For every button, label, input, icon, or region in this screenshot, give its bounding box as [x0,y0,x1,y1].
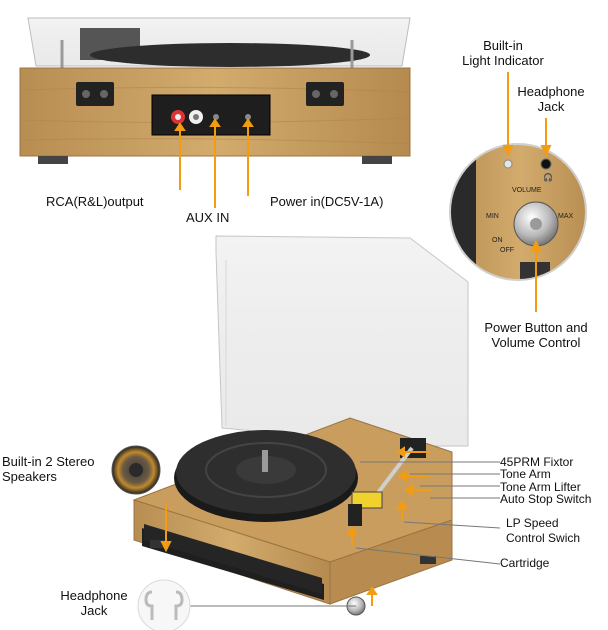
label-light-indicator: Built-in Light Indicator [462,38,544,68]
control-panel-zoom: 🎧 VOLUME MIN MAX ON OFF [449,72,587,312]
label-45rpm-fixtor: 45PRM Fixtor [500,455,574,469]
label-tone-arm-lifter: Tone Arm Lifter [500,480,581,494]
headphone-jack-icon: 🎧 [543,172,553,182]
svg-text:MIN: MIN [486,213,499,220]
svg-text:ON: ON [492,237,503,244]
label-power-volume: Power Button and Volume Control [484,320,588,350]
label-power-in: Power in(DC5V-1A) [270,194,384,209]
label-speakers: Built-in 2 Stereo Speakers [2,454,95,484]
label-headphone-jack-bottom: Headphone Jack [60,588,128,618]
rear-view [19,17,411,208]
label-lp-speed: LP Speed Control Swich [506,516,581,545]
speaker-icon [111,445,161,495]
label-headphone-jack-top: Headphone Jack [517,84,585,114]
label-tone-arm: Tone Arm [500,467,551,481]
svg-text:MAX: MAX [558,213,574,220]
svg-text:OFF: OFF [500,247,514,254]
earphones-icon [137,579,191,630]
label-auto-stop: Auto Stop Switch [500,492,592,506]
label-rca-output: RCA(R&L)output [46,194,144,209]
svg-text:VOLUME: VOLUME [512,187,542,194]
label-cartridge: Cartridge [500,556,550,570]
turntable-main [132,235,501,616]
label-aux-in: AUX IN [186,210,230,225]
